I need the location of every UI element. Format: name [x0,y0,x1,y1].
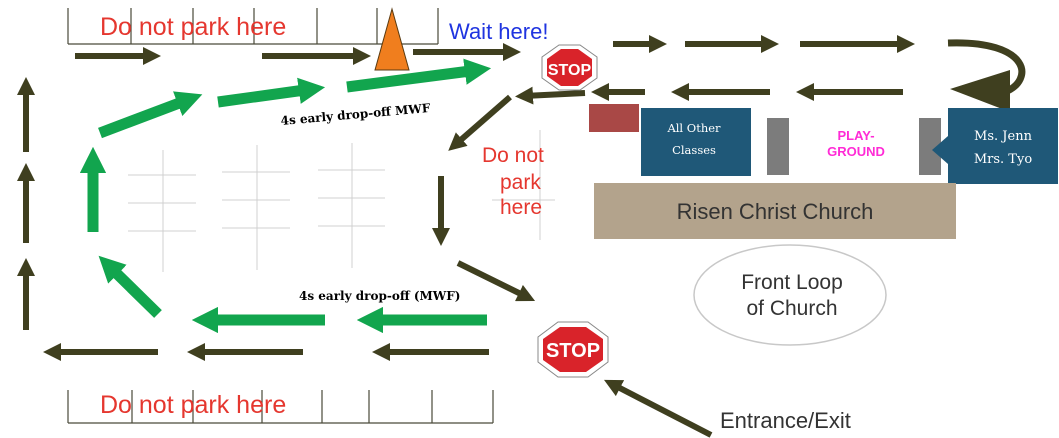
all-other-classes-line2: Classes [672,143,716,157]
front-loop-line1: Front Loop [741,271,843,294]
bottom-parking-strip [67,390,494,424]
pillar-left [767,118,789,175]
all-other-classes-box [641,108,751,176]
early-dropoff-route [79,58,492,334]
wait-here-label: Wait here! [449,19,548,44]
no-park-middle-line1: Do not [482,144,544,167]
traffic-cone-icon [374,7,410,71]
no-park-middle-line3: here [500,196,542,219]
no-park-middle-line2: park [500,171,541,194]
teachers-line2: Mrs. Tyo [974,152,1032,167]
no-park-bottom-label: Do not park here [100,391,286,419]
green-arrow-5 [98,91,203,139]
stop-bottom-text: STOP [546,340,600,362]
playground-line1: PLAY- [837,128,874,143]
arrow-to-stop [456,260,536,302]
arrow-right-turn-head [950,70,1010,112]
entrance-exit-label: Entrance/Exit [720,408,851,433]
teachers-line1: Ms. Jenn [974,129,1033,144]
green-arrow-7 [346,58,492,93]
arrow-right-turn [947,39,1026,96]
front-loop-ellipse [693,244,887,346]
teachers-box [948,108,1058,184]
parking-grid [128,130,555,272]
teachers-box-pointer [932,136,948,164]
green-arrow-6 [217,77,326,108]
early-dropoff-top-label: 4s early drop-off MWF [280,101,431,128]
church-label: Risen Christ Church [677,199,874,224]
no-park-top-label: Do not park here [100,13,286,41]
arrow-return-4 [515,86,586,105]
playground-line2: GROUND [827,144,885,159]
brick-block [589,104,639,132]
stop-sign-top-icon [541,44,598,91]
early-dropoff-bottom-label: 4s early drop-off (MWF) [299,289,460,303]
pillar-right [919,118,941,175]
green-arrow-3 [98,255,162,318]
stop-sign-bottom-icon [537,321,609,378]
stop-top-text: STOP [548,62,592,79]
arrow-entrance [603,379,713,438]
church-building [594,183,956,239]
arrow-diag-down [448,94,512,151]
front-loop-line2: of Church [746,297,837,320]
top-parking-strip [67,8,439,45]
traffic-arrows [17,35,1026,438]
all-other-classes-line1: All Other [666,121,721,135]
